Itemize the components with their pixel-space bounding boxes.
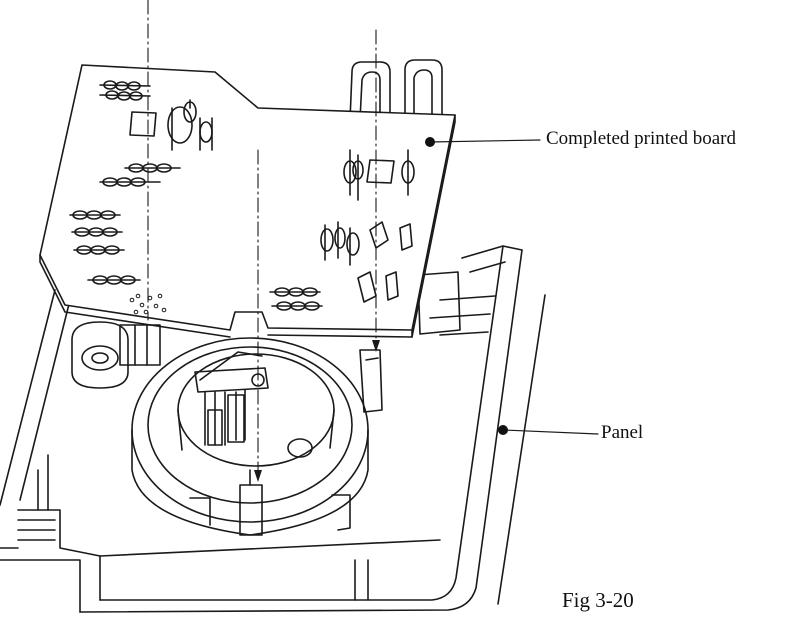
- board-leader-dot: [425, 137, 435, 147]
- assembly-guides: [147, 0, 377, 481]
- resistor-group-bottom-middle: [269, 287, 323, 311]
- solder-dots: [129, 293, 167, 315]
- printed-circuit-board: [39, 64, 456, 338]
- resistor-group-right: [320, 149, 415, 266]
- leader-lines: [429, 139, 599, 435]
- label-printed-board: Completed printed board: [546, 128, 736, 149]
- resistor-group-left-middle: [69, 163, 181, 285]
- resistor-group-top-left: [99, 80, 151, 101]
- snap-clips: [349, 59, 443, 123]
- panel-leader-dot: [498, 425, 508, 435]
- leader-dots: [425, 137, 508, 435]
- boss-ring: [71, 321, 129, 389]
- capacitor-cluster: [167, 99, 213, 151]
- dial-housing: [131, 337, 383, 536]
- guide-arrows: [254, 340, 380, 482]
- panel-housing: [0, 245, 546, 613]
- label-panel: Panel: [601, 422, 644, 443]
- figure-caption: Fig 3-20: [562, 588, 634, 612]
